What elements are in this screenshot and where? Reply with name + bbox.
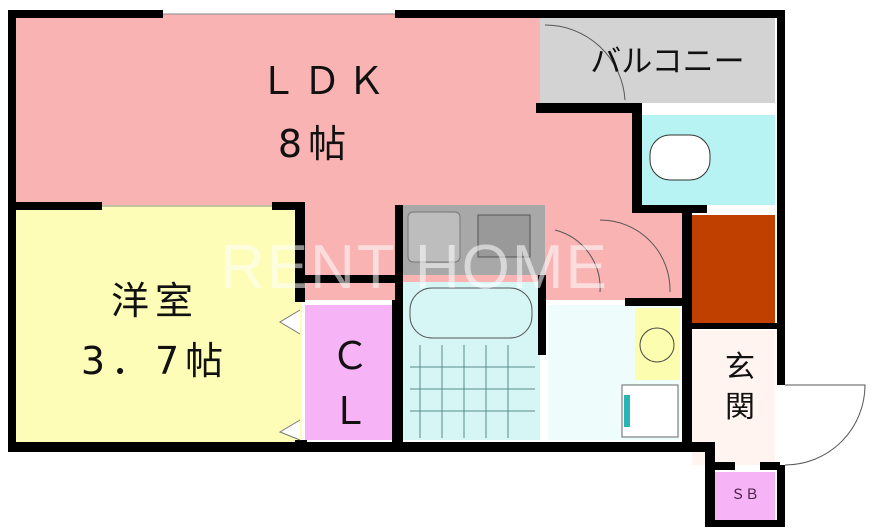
- ldk-size: 8帖: [277, 122, 353, 166]
- storage-area: [692, 215, 775, 323]
- western-room-label: 洋室: [110, 279, 199, 323]
- entrance-label-1: 玄: [725, 350, 755, 385]
- vanity-sink: [635, 308, 680, 380]
- entrance-door: [784, 384, 866, 466]
- closet-label-l: Ｌ: [330, 389, 369, 433]
- closet-label-c: Ｃ: [330, 334, 369, 378]
- shoebox-area: [715, 472, 775, 520]
- balcony-label: バルコニー: [590, 44, 745, 80]
- shoebox-label: ＳＢ: [731, 487, 759, 503]
- bath-area: [402, 282, 540, 440]
- stove: [477, 214, 531, 258]
- balcony-door-arc: [544, 24, 626, 101]
- sink-basin: [639, 327, 675, 363]
- balcony-area: [540, 15, 775, 103]
- bath-tiles: [410, 345, 535, 438]
- ldk-area: [12, 14, 637, 209]
- closet-area: [305, 305, 393, 440]
- kitchen-sink: [407, 211, 461, 263]
- watermark: RENT HOME: [220, 233, 609, 302]
- ldk-label: ＬＤＫ: [258, 59, 391, 103]
- western-room-size: 3．7帖: [80, 339, 230, 383]
- closet-door-marks: [278, 309, 301, 441]
- bathtub: [409, 287, 533, 339]
- toilet-bowl: [649, 134, 711, 181]
- washing-machine: [621, 384, 679, 438]
- walls: [8, 10, 785, 527]
- entrance-label-2: 関: [725, 390, 755, 425]
- hall-door-arc: [554, 219, 671, 293]
- western-room-area: [12, 205, 302, 445]
- washing-machine-detail: [624, 395, 630, 427]
